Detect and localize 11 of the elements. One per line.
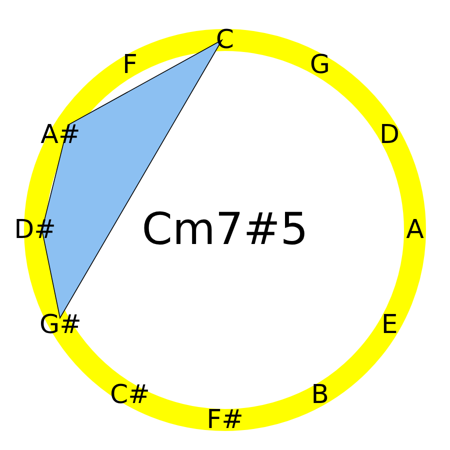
- note-label: B: [311, 382, 329, 408]
- note-label: G: [310, 52, 330, 78]
- note-label: D: [380, 122, 400, 148]
- note-label: C: [216, 27, 234, 53]
- chord-name: Cm7#5: [142, 208, 308, 252]
- note-label: C#: [110, 382, 150, 408]
- note-label: A: [406, 217, 424, 243]
- note-label: D#: [14, 217, 56, 243]
- note-label: F: [122, 52, 138, 78]
- note-label: E: [381, 312, 398, 338]
- note-label: F#: [206, 407, 244, 433]
